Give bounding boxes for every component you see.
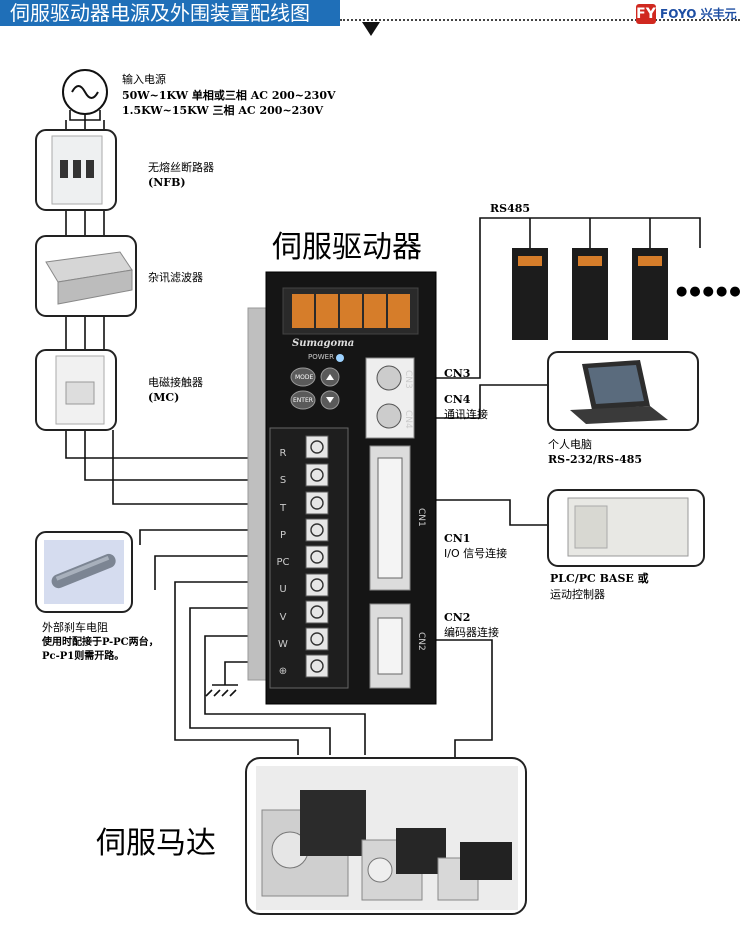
enter-button[interactable]: ENTER [293, 397, 313, 404]
drive-cn3-mark: CN3 [403, 370, 413, 389]
more-drives-ellipsis: ●●●●● [676, 284, 743, 299]
terminal-r: R [279, 448, 287, 459]
terminal-ground: ⊕ [278, 666, 288, 678]
cn1-desc: I/O 信号连接 [444, 547, 508, 560]
motor-title: 伺服马达 [96, 826, 216, 861]
terminal-w: W [278, 639, 288, 651]
terminal-labels: R S T P PC U V W ⊕ [274, 440, 292, 686]
cn2-code: CN2 [444, 611, 471, 624]
networked-drives [512, 248, 668, 340]
terminal-v: V [279, 611, 287, 623]
mc-label: 电磁接触器 [148, 376, 203, 389]
header-arrow-icon [362, 22, 380, 36]
drive-brand: Sumagoma [292, 338, 355, 349]
brake-desc-2: Pc-P1则需开路。 [42, 651, 125, 662]
resistor-icon [51, 553, 116, 589]
cn4-desc: 通讯连接 [444, 408, 488, 421]
drive-cn4-mark: CN4 [403, 410, 413, 429]
drive-cn1-mark: CN1 [416, 508, 426, 527]
terminal-pc: PC [276, 557, 290, 569]
cn4-code: CN4 [444, 393, 471, 406]
ac-source-icon [62, 69, 108, 115]
mode-button[interactable]: MODE [295, 374, 314, 381]
pc-desc: RS-232/RS-485 [548, 453, 643, 466]
nfb-code: (NFB) [148, 176, 186, 189]
mc-code: (MC) [148, 391, 180, 404]
page-title: 伺服驱动器电源及外围装置配线图 [0, 0, 340, 26]
power-wires [65, 110, 701, 760]
power-spec-2: 1.5KW~15KW 三相 AC 200~230V [122, 104, 324, 117]
logo-mark: FY [636, 4, 656, 24]
terminal-t: T [279, 502, 287, 514]
terminal-p: P [279, 529, 287, 541]
filter-label: 杂讯滤波器 [148, 271, 203, 284]
servo-drive-body [265, 271, 437, 705]
cn3-label: CN3 [444, 367, 471, 380]
drive-title: 伺服驱动器 [272, 230, 422, 265]
cn1-code: CN1 [444, 532, 471, 545]
power-title: 输入电源 [122, 73, 166, 86]
laptop-icon [570, 360, 668, 424]
power-spec-1: 50W~1KW 单相或三相 AC 200~230V [122, 89, 336, 102]
drive-cn2-mark: CN2 [416, 632, 426, 651]
terminal-u: U [279, 584, 287, 596]
cn2-desc: 编码器连接 [444, 626, 499, 639]
logo-text: FOYO 兴丰元 [660, 7, 737, 21]
brake-desc-1: 使用时配接于P-PC两台， [42, 637, 159, 648]
brand-logo: FY FOYO 兴丰元 [636, 4, 746, 24]
pc-label: 个人电脑 [548, 438, 592, 451]
plc-label: PLC/PC BASE 或 [550, 572, 649, 585]
power-indicator-label: POWER [308, 353, 334, 361]
header-divider [340, 19, 740, 21]
brake-label: 外部刹车电阻 [42, 621, 108, 634]
rs485-label: RS485 [490, 202, 531, 215]
terminal-s: S [279, 475, 287, 487]
plc-desc: 运动控制器 [550, 588, 605, 601]
nfb-label: 无熔丝断路器 [148, 161, 214, 174]
motor-icon [261, 790, 512, 901]
